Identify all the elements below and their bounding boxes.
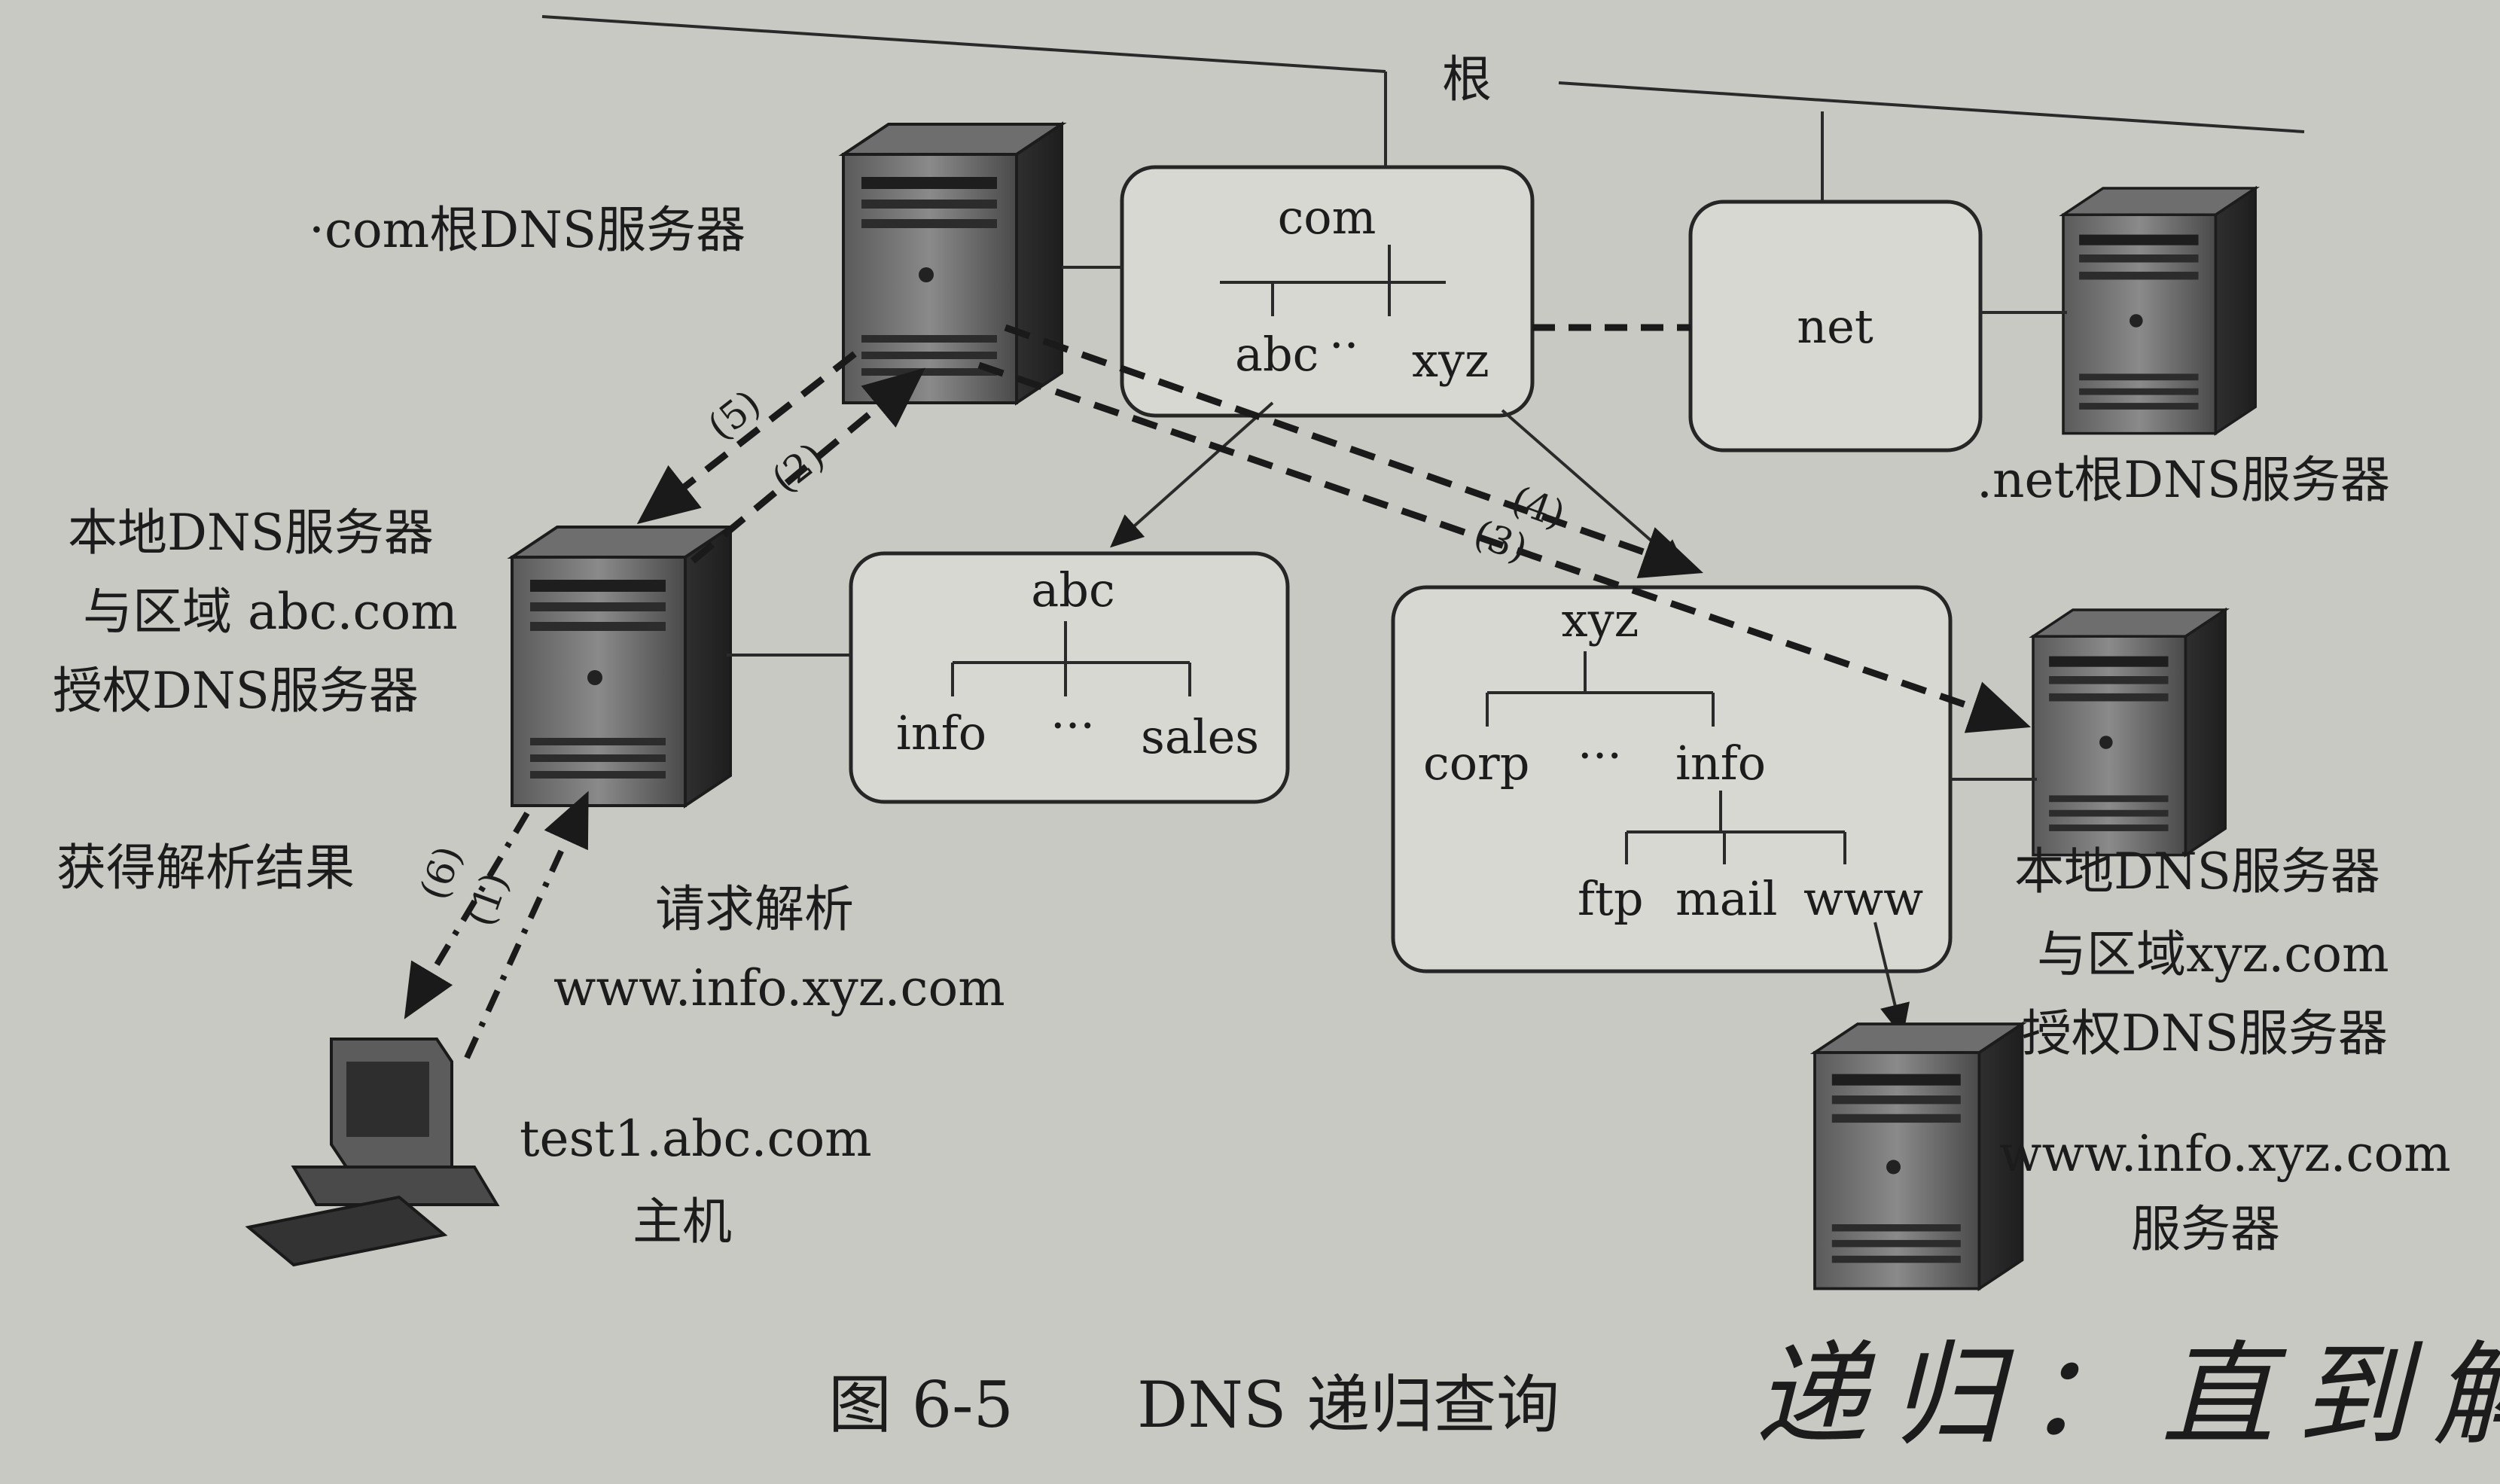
server-com-root-label: ·com根DNS服务器 — [309, 201, 745, 259]
server-net-root — [2062, 187, 2257, 435]
server-local-xyz-label-1: 本地DNS服务器 — [2014, 843, 2380, 900]
server-local-abc-label-2: 与区域 abc.com — [83, 583, 458, 641]
host-label-1: test1.abc.com — [520, 1110, 872, 1168]
step-1-label: (1) — [458, 867, 517, 931]
server-local-abc — [511, 526, 732, 807]
step-2-arrow — [691, 367, 925, 564]
com-to-abc-arrow — [1110, 401, 1274, 548]
caption-figure-number: 图 6-5 — [828, 1368, 1014, 1442]
root-label: 根 — [1442, 50, 1492, 108]
zone-abc-child-info: info — [896, 705, 986, 760]
request-label-2: www.info.xyz.com — [553, 959, 1005, 1017]
server-www-label-2: 服务器 — [2131, 1200, 2280, 1258]
server-local-xyz-label-2: 与区域xyz.com — [2037, 925, 2389, 983]
zone-com-child-xyz: xyz — [1412, 333, 1489, 388]
host-computer-icon — [245, 1038, 500, 1267]
request-label-1: 请求解析 — [655, 880, 854, 938]
server-local-xyz-label-3: 授权DNS服务器 — [2022, 1004, 2388, 1062]
server-local-abc-label-1: 本地DNS服务器 — [68, 504, 434, 562]
server-net-root-label: .net根DNS服务器 — [1977, 451, 2390, 509]
zone-abc-ellipsis: ··· — [1050, 698, 1095, 753]
step-1-arrow — [464, 791, 589, 1059]
www-to-server-arrow — [1873, 922, 1910, 1038]
step-5-label: (5) — [700, 381, 769, 448]
root-line-left — [541, 15, 1386, 73]
zone-com — [1120, 165, 1535, 418]
step-6-arrow — [404, 811, 530, 1019]
step-6-label: (6) — [412, 840, 471, 905]
step-2-label: (2) — [764, 434, 833, 501]
result-label: 获得解析结果 — [56, 839, 355, 897]
step-5-arrow — [636, 351, 857, 525]
step-3-arrow — [977, 361, 2032, 733]
zone-abc-name: abc — [1031, 562, 1114, 617]
zone-xyz-grandchild-ftp: ftp — [1578, 871, 1644, 926]
zone-xyz-name: xyz — [1562, 593, 1639, 648]
zone-net-name: net — [1797, 299, 1873, 354]
zone-xyz-grandchild-www: www — [1803, 871, 1923, 926]
caption-title: DNS 递归查询 — [1137, 1368, 1559, 1442]
zone-xyz-grandchild-mail: mail — [1675, 871, 1777, 926]
zone-com-ellipsis: ·· — [1329, 318, 1358, 373]
server-com-root — [842, 123, 1063, 404]
zone-xyz-child-info: info — [1675, 736, 1766, 791]
server-www-label-1: www.info.xyz.com — [1999, 1125, 2451, 1183]
zone-xyz-child-corp: corp — [1423, 736, 1529, 791]
server-www — [1813, 1022, 2024, 1291]
server-local-abc-label-3: 授权DNS服务器 — [53, 662, 419, 720]
zone-abc-child-sales: sales — [1141, 709, 1259, 764]
host-label-2: 主机 — [633, 1193, 732, 1251]
zone-xyz-ellipsis: ··· — [1578, 728, 1622, 783]
zone-com-name: com — [1278, 190, 1377, 245]
server-local-xyz — [2032, 608, 2227, 857]
handwritten-note: 递归：直到解析 — [1755, 1330, 2500, 1461]
zone-abc — [849, 551, 1290, 804]
zone-com-child-abc: abc — [1235, 327, 1319, 382]
root-line-right — [1558, 81, 2305, 133]
